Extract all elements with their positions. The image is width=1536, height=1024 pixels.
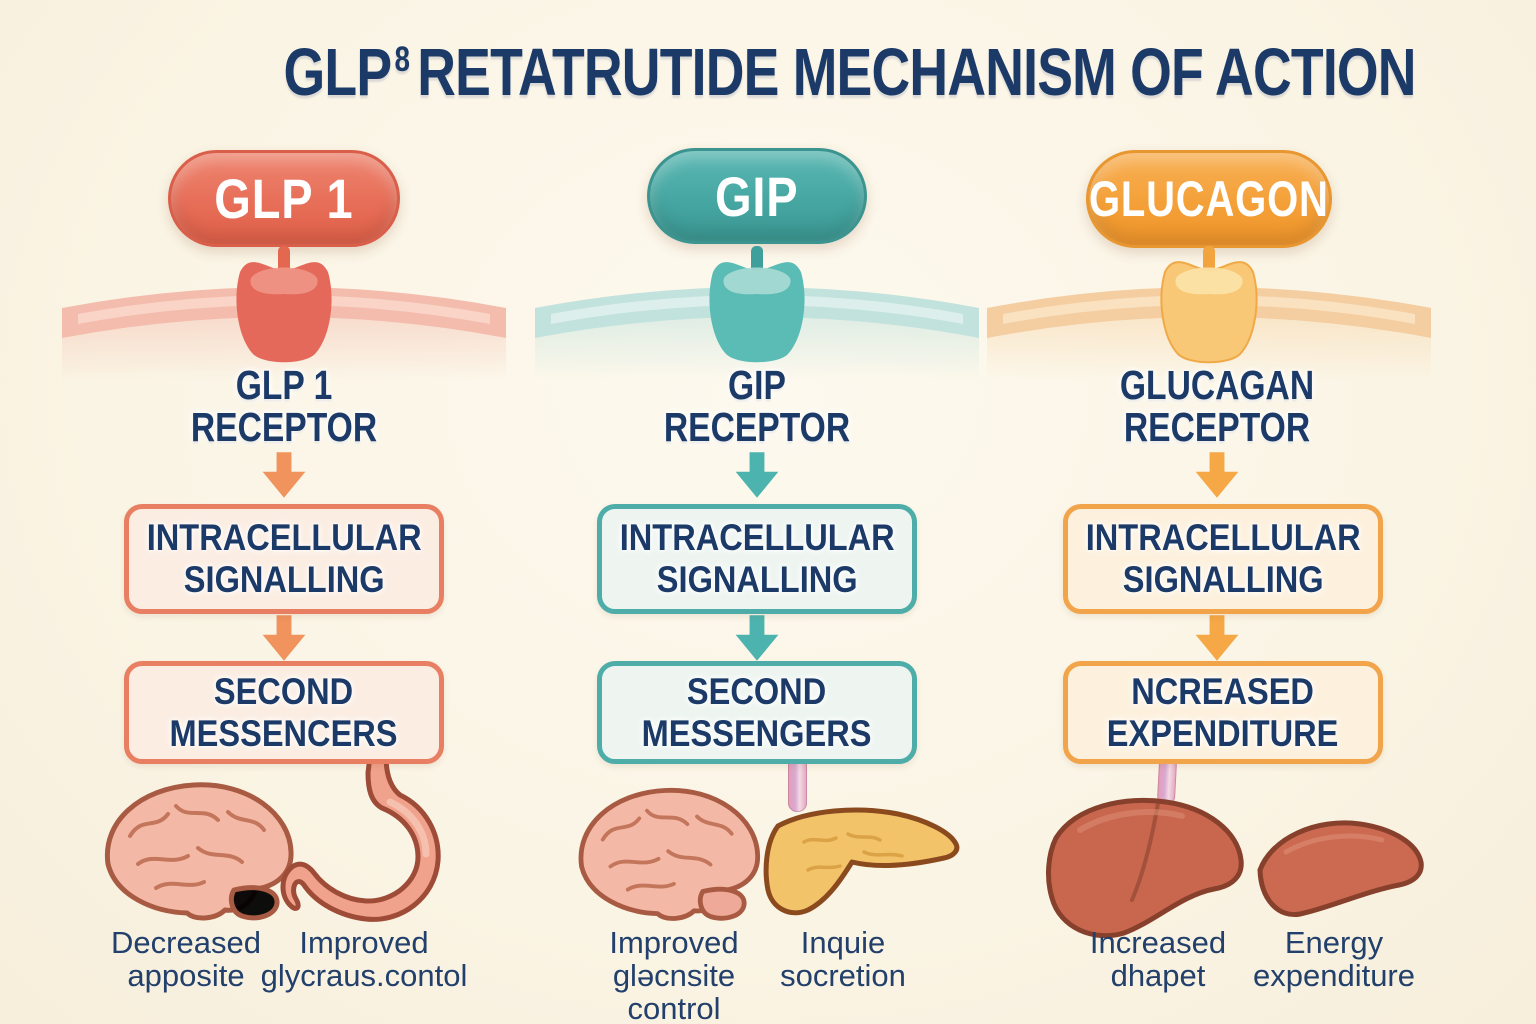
gip-intracellular-signalling-box: INTRACELLULAR SIGNALLING xyxy=(597,504,917,614)
glucagon-hormone-pill: GLUCAGON xyxy=(1086,150,1332,248)
glucagon-outcome-energy: Energy expenditure xyxy=(1252,925,1415,993)
title-post: RETATRUTIDE MECHANISM OF ACTION xyxy=(417,34,1417,110)
glucagon-arrow-1 xyxy=(1195,452,1239,498)
gip-receptor-graphic xyxy=(535,246,979,380)
gip-hormone-pill: GIP xyxy=(647,148,867,244)
pancreas-icon xyxy=(763,807,960,916)
glp1-outcome-glycemic: Improved glycraus.contol xyxy=(260,925,468,993)
glp1-pill-label: GLP 1 xyxy=(214,167,354,230)
glp1-second-messengers-box: SECOND MESSENCERS xyxy=(124,661,444,764)
glp1-outcome-appetite: Decreased apposite xyxy=(111,925,261,993)
stomach-icon xyxy=(280,754,441,922)
glucagon-intracellular-signalling-box: INTRACELLULAR SIGNALLING xyxy=(1063,504,1383,614)
gip-arrow-2 xyxy=(735,615,779,661)
glp1-receptor-graphic xyxy=(62,246,506,380)
connector-tube xyxy=(788,756,807,812)
glucagon-pill-label: GLUCAGON xyxy=(1089,171,1329,227)
glp1-intracellular-signalling-box: INTRACELLULAR SIGNALLING xyxy=(124,504,444,614)
glucagon-arrow-2 xyxy=(1195,615,1239,661)
glp1-hormone-pill: GLP 1 xyxy=(168,150,400,247)
glp1-arrow-2 xyxy=(262,615,306,661)
brain-icon xyxy=(104,782,294,921)
gip-outcome-glycemic: Improved glǝcnsite control xyxy=(609,925,739,1024)
liver-icon xyxy=(1257,820,1424,918)
brain-icon xyxy=(578,788,761,921)
glucagon-outcome-appetite: Increased dhapet xyxy=(1089,925,1227,993)
glucagon-receptor-label: GLUCAGAN RECEPTOR xyxy=(1119,362,1315,450)
gip-pill-label: GIP xyxy=(715,164,799,228)
gip-receptor-label: GIP RECEPTOR xyxy=(663,362,851,450)
gip-second-messengers-box: SECOND MESSENGERS xyxy=(597,661,917,764)
glucagon-expenditure-box: NCREASED EXPENDITURE xyxy=(1063,661,1383,764)
gip-arrow-1 xyxy=(735,452,779,498)
glucagon-receptor-graphic xyxy=(987,246,1431,380)
liver-icon xyxy=(1046,797,1244,939)
glp1-receptor-label: GLP 1 RECEPTOR xyxy=(190,362,378,450)
title-pre: GLP xyxy=(283,34,393,110)
gip-outcome-secretion: Inquie socretion xyxy=(780,925,906,993)
glp1-arrow-1 xyxy=(262,452,306,498)
title-superscript: 8 xyxy=(394,40,411,80)
